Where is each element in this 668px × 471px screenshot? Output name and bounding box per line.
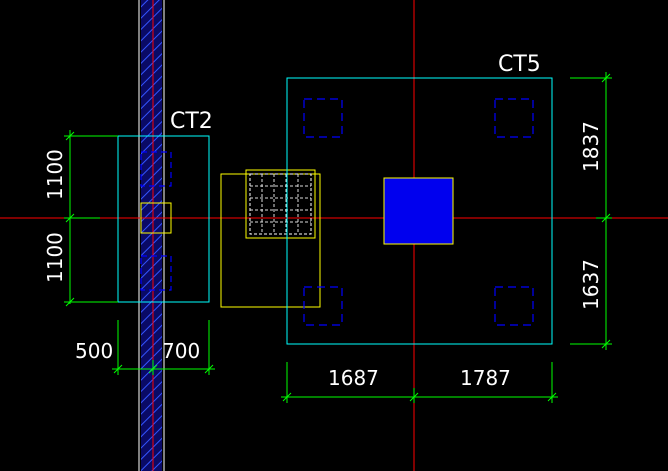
dim-ct2-left-upper: 1100 [43, 149, 67, 200]
selection-grid-inner [249, 173, 312, 235]
ct2-pile-top [140, 151, 172, 187]
selection-grid-outer [245, 169, 316, 239]
dim-ct2-bottom-right: 700 [162, 339, 200, 363]
ct2-left-dimension [64, 130, 118, 307]
dim-ct2-bottom-left: 500 [75, 339, 113, 363]
ct5-right-dimension [570, 72, 612, 350]
dim-ct2-left-lower: 1100 [43, 232, 67, 283]
ct5-pile-bottom-right [494, 286, 534, 326]
ct2-pile-bottom [140, 255, 172, 291]
ct2-cap[interactable] [117, 135, 210, 303]
ct5-column [383, 177, 454, 245]
ct2-column [140, 202, 172, 234]
ct5-pile-top-right [494, 98, 534, 138]
dim-ct5-right-lower: 1637 [579, 259, 603, 310]
ct5-cap[interactable] [286, 77, 553, 345]
dim-ct5-bottom-right: 1787 [460, 366, 511, 390]
selected-element[interactable] [220, 169, 321, 308]
ct5-bottom-dimension [281, 362, 558, 403]
ct2-outline [117, 135, 210, 303]
ct5-label: CT5 [498, 52, 541, 77]
dim-ct5-right-upper: 1837 [579, 121, 603, 172]
dim-ct5-bottom-left: 1687 [328, 366, 379, 390]
ct2-label: CT2 [170, 109, 213, 134]
ct5-outline [286, 77, 553, 345]
ct5-pile-top-left [303, 98, 343, 138]
ct5-pile-bottom-left [303, 286, 343, 326]
ct2-bottom-dimension [112, 320, 215, 375]
column-strip [138, 0, 165, 471]
selection-grid-lines [250, 174, 311, 234]
